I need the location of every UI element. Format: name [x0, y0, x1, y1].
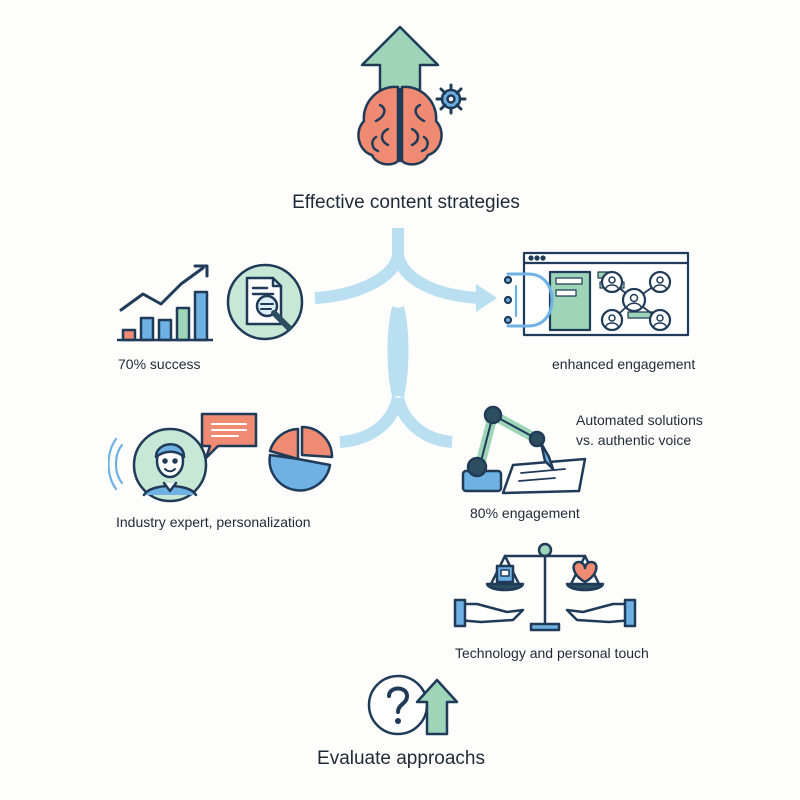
flow-mid-right-curve	[392, 306, 409, 398]
label-80-engagement: 80% engagement	[470, 505, 580, 521]
label-evaluate: Evaluate approachs	[317, 748, 485, 769]
label-industry-expert: Industry expert, personalization	[116, 514, 311, 530]
label-automated-line1: Automated solutions	[576, 412, 703, 428]
expert-avatar-icon	[108, 427, 208, 503]
flow-top-left-curve	[314, 254, 404, 304]
chat-bubble-icon	[200, 412, 258, 460]
brain-icon	[357, 85, 443, 166]
label-success: 70% success	[118, 356, 201, 372]
flow-bottom-left-curve	[339, 396, 404, 448]
question-icon	[367, 674, 459, 736]
bar-chart-icon	[117, 264, 213, 342]
document-search-icon	[226, 263, 304, 341]
diagram-title: Effective content strategies	[292, 192, 520, 213]
label-automated-line2: vs. authentic voice	[576, 431, 692, 448]
robot-arm-icon	[461, 405, 587, 495]
pie-chart-icon	[268, 425, 334, 492]
up-arrow-small-icon	[415, 678, 459, 736]
network-screen-icon	[503, 251, 690, 337]
flow-top-right-curve	[392, 254, 481, 304]
gear-icon	[435, 83, 467, 115]
flow-arrowhead	[476, 284, 497, 312]
flow-bottom-right-curve	[392, 396, 453, 448]
brain-growth-icon	[357, 25, 467, 166]
balance-scale-icon	[453, 542, 637, 632]
label-enhanced-engagement: enhanced engagement	[552, 356, 696, 372]
label-technology-personal: Technology and personal touch	[455, 645, 649, 661]
label-automated-solutions: Automated solutions vs. authentic voice	[576, 411, 703, 450]
